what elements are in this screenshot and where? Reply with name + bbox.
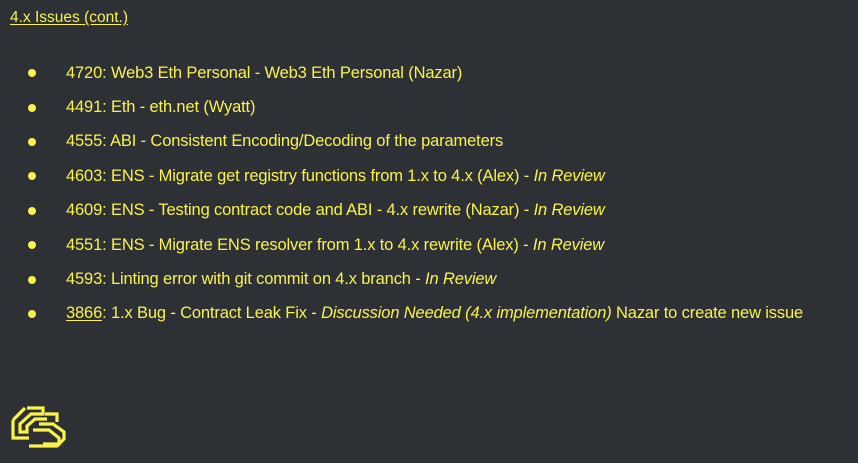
bullet-dot-icon <box>28 241 36 250</box>
bullet-dot-icon <box>28 206 36 215</box>
bullet-dot-icon <box>28 275 36 284</box>
list-item-text: 3866: 1.x Bug - Contract Leak Fix - Disc… <box>66 304 803 323</box>
list-item-text: 4603: ENS - Migrate get registry functio… <box>66 167 605 186</box>
list-item-text: 4555: ABI - Consistent Encoding/Decoding… <box>66 132 503 151</box>
bullet-dot-icon <box>28 309 36 318</box>
bullet-dot-icon <box>28 69 36 78</box>
bullet-dot-icon <box>28 172 36 181</box>
issue-status: Discussion Needed (4.x implementation) <box>321 304 612 323</box>
slide-heading: 4.x Issues (cont.) <box>10 9 129 26</box>
issue-description: 4593: Linting error with git commit on 4… <box>66 270 426 289</box>
list-item-text: 4491: Eth - eth.net (Wyatt) <box>66 98 255 117</box>
issue-description: 4551: ENS - Migrate ENS resolver from 1.… <box>66 235 533 254</box>
issue-status: In Review <box>532 235 605 254</box>
list-item-text: 4593: Linting error with git commit on 4… <box>66 270 496 289</box>
list-item-text: 4720: Web3 Eth Personal - Web3 Eth Perso… <box>66 64 462 83</box>
issue-description: 4491: Eth - eth.net (Wyatt) <box>66 98 256 117</box>
issue-status: In Review <box>533 166 605 185</box>
bullet-dot-icon <box>28 137 36 146</box>
list-item-text: 4551: ENS - Migrate ENS resolver from 1.… <box>66 236 604 255</box>
list-item-text: 4609: ENS - Testing contract code and AB… <box>66 201 605 220</box>
chainsafe-logo-icon <box>11 406 66 448</box>
issue-status: In Review <box>425 270 497 289</box>
issue-link-3866[interactable]: 3866 <box>66 304 103 323</box>
issue-description: 4555: ABI - Consistent Encoding/Decoding… <box>66 132 504 151</box>
issue-description: 4609: ENS - Testing contract code and AB… <box>66 201 534 220</box>
issue-description: : 1.x Bug - Contract Leak Fix - <box>102 304 322 323</box>
issue-description: 4720: Web3 Eth Personal - Web3 Eth Perso… <box>66 63 463 82</box>
issue-description: 4603: ENS - Migrate get registry functio… <box>66 166 534 185</box>
issue-status: In Review <box>533 201 605 220</box>
issue-note: Nazar to create new issue <box>611 304 804 323</box>
bullet-dot-icon <box>28 103 36 112</box>
